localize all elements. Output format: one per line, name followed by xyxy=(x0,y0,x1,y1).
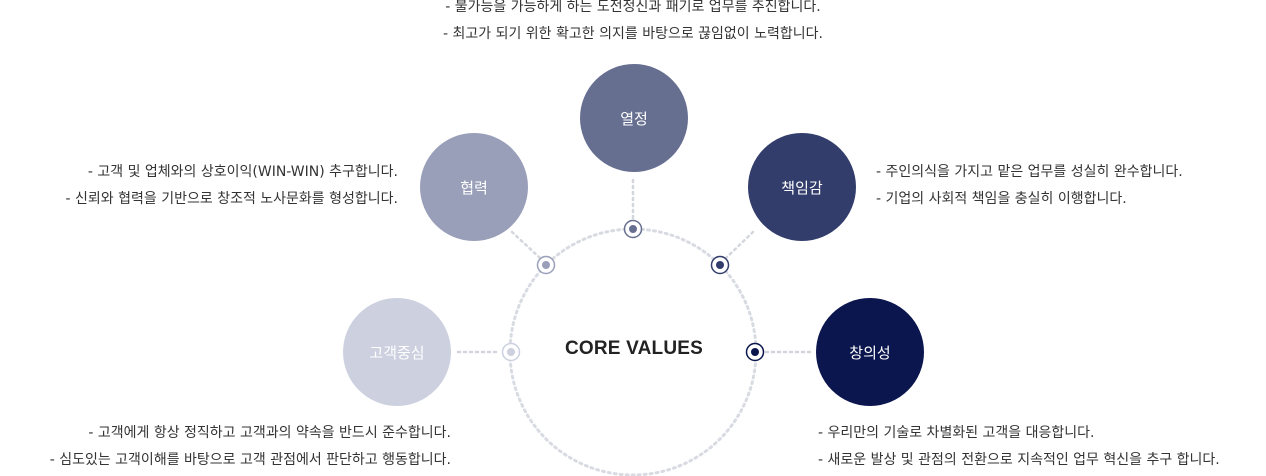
connector-cooperation xyxy=(510,230,542,260)
bubble-cooperation: 협력 xyxy=(420,133,528,241)
bubble-responsibility: 책임감 xyxy=(748,133,856,241)
desc-customer: - 고객에게 항상 정직하고 고객과의 약속을 반드시 준수합니다. - 심도있… xyxy=(0,420,451,474)
desc-cooperation-line-2: - 신뢰와 협력을 기반으로 창조적 노사문화를 형성합니다. xyxy=(65,191,398,207)
bubble-passion-label: 열정 xyxy=(620,109,648,128)
desc-cooperation-line-1: - 고객 및 업체와의 상호이익(WIN-WIN) 추구합니다. xyxy=(87,164,398,180)
node-cooperation xyxy=(536,255,556,275)
bubble-responsibility-label: 책임감 xyxy=(781,178,823,197)
desc-creativity-line-1: - 우리만의 기술로 차별화된 고객을 대응합니다. xyxy=(818,425,1095,441)
desc-customer-line-1: - 고객에게 항상 정직하고 고객과의 약속을 반드시 준수합니다. xyxy=(88,425,451,441)
desc-creativity-line-2: - 새로운 발상 및 관점의 전환으로 지속적인 업무 혁신을 추구 합니다. xyxy=(818,452,1220,468)
node-responsibility xyxy=(710,255,730,275)
desc-responsibility: - 주인의식을 가지고 맡은 업무를 성실히 완수합니다. - 기업의 사회적 … xyxy=(876,159,1183,213)
desc-cooperation: - 고객 및 업체와의 상호이익(WIN-WIN) 추구합니다. - 신뢰와 협… xyxy=(0,159,398,213)
desc-passion-line-2: - 최고가 되기 위한 확고한 의지를 바탕으로 끊임없이 노력합니다. xyxy=(443,26,823,42)
bubble-cooperation-label: 협력 xyxy=(460,178,488,197)
node-creativity xyxy=(745,342,765,362)
desc-creativity: - 우리만의 기술로 차별화된 고객을 대응합니다. - 새로운 발상 및 관점… xyxy=(818,420,1220,474)
node-passion xyxy=(623,219,643,239)
bubble-creativity: 창의성 xyxy=(816,298,924,406)
bubble-customer-label: 고객중심 xyxy=(369,343,425,362)
desc-responsibility-line-2: - 기업의 사회적 책임을 충실히 이행합니다. xyxy=(876,191,1127,207)
desc-passion: - 불가능을 가능하게 하는 도전정신과 패기로 업무를 추진합니다. - 최고… xyxy=(370,0,896,48)
bubble-passion: 열정 xyxy=(580,64,688,172)
desc-passion-line-1: - 불가능을 가능하게 하는 도전정신과 패기로 업무를 추진합니다. xyxy=(445,0,821,15)
node-customer xyxy=(501,342,521,362)
desc-responsibility-line-1: - 주인의식을 가지고 맡은 업무를 성실히 완수합니다. xyxy=(876,164,1183,180)
desc-customer-line-2: - 심도있는 고객이해를 바탕으로 고객 관점에서 판단하고 행동합니다. xyxy=(49,452,451,468)
center-title: CORE VALUES xyxy=(564,338,704,359)
bubble-creativity-label: 창의성 xyxy=(849,343,891,362)
bubble-customer: 고객중심 xyxy=(343,298,451,406)
connector-responsibility xyxy=(724,230,755,260)
